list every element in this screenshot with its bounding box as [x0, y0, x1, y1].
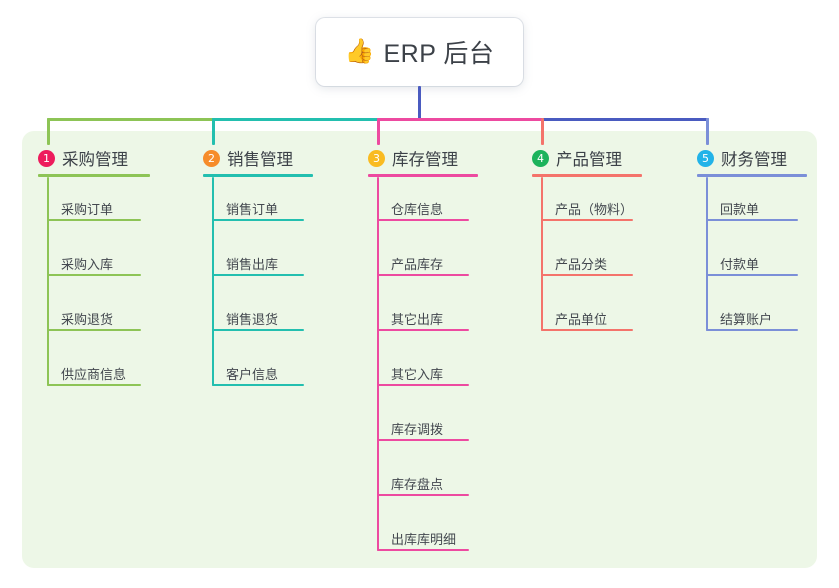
- column-title: 财务管理: [721, 151, 787, 169]
- column-badge-4: 4: [532, 149, 549, 167]
- column-2: 2 销售管理销售订单销售出库销售退货客户信息: [203, 143, 313, 386]
- column-underline: [203, 174, 313, 177]
- list-item-label: 产品单位: [555, 312, 608, 327]
- column-badge-3: 3: [368, 149, 385, 167]
- connector-item-spine: [212, 177, 214, 386]
- diagram-panel: [22, 131, 817, 568]
- column-1: 1 采购管理采购订单采购入库采购退货供应商信息: [38, 143, 150, 386]
- list-item-underline: [541, 274, 633, 276]
- connector-item-spine: [541, 177, 543, 331]
- column-5: 5 财务管理回款单付款单结算账户: [697, 143, 807, 331]
- connector-root-trunk: [418, 86, 421, 121]
- column-header-1[interactable]: 1 采购管理: [38, 143, 150, 173]
- list-item-label: 库存盘点: [391, 477, 444, 492]
- list-item-underline: [706, 329, 798, 331]
- list-item-label: 结算账户: [720, 312, 773, 327]
- list-item-underline: [377, 384, 469, 386]
- list-item-label: 产品（物料）: [555, 202, 634, 217]
- column-title: 产品管理: [556, 151, 622, 169]
- column-header-2[interactable]: 2 销售管理: [203, 143, 313, 173]
- thumbs-up-icon: 👍: [344, 38, 375, 65]
- connector-column-stub: [47, 118, 50, 145]
- list-item-underline: [541, 219, 633, 221]
- list-item-underline: [706, 274, 798, 276]
- root-node-title: ERP 后台: [383, 40, 495, 68]
- column-badge-1: 1: [38, 149, 55, 167]
- list-item-label: 采购入库: [61, 257, 114, 272]
- list-item-underline: [706, 219, 798, 221]
- list-item-underline: [47, 274, 141, 276]
- list-item-underline: [212, 329, 304, 331]
- column-header-3[interactable]: 3 库存管理: [368, 143, 478, 173]
- list-item-label: 供应商信息: [61, 367, 127, 382]
- connector-column-stub: [212, 118, 215, 145]
- list-item-label: 客户信息: [226, 367, 279, 382]
- column-underline: [697, 174, 807, 177]
- list-item-underline: [47, 219, 141, 221]
- list-item-label: 产品分类: [555, 257, 608, 272]
- root-node-erp-backend[interactable]: 👍 ERP 后台: [316, 18, 523, 86]
- column-3: 3 库存管理仓库信息产品库存其它出库其它入库库存调拨库存盘点出库库明细: [368, 143, 478, 551]
- list-item-underline: [212, 219, 304, 221]
- connector-column-stub: [377, 118, 380, 145]
- list-item-underline: [47, 329, 141, 331]
- column-underline: [368, 174, 478, 177]
- connector-column-stub: [541, 118, 544, 145]
- list-item-underline: [47, 384, 141, 386]
- connector-bus-segment: [541, 118, 709, 121]
- list-item-label: 回款单: [720, 202, 760, 217]
- list-item-label: 其它出库: [391, 312, 444, 327]
- list-item-underline: [377, 439, 469, 441]
- connector-bus-segment: [212, 118, 380, 121]
- list-item-label: 采购订单: [61, 202, 114, 217]
- list-item-label: 销售退货: [226, 312, 279, 327]
- column-underline: [38, 174, 150, 177]
- list-item-label: 付款单: [720, 257, 760, 272]
- list-item-label: 其它入库: [391, 367, 444, 382]
- column-badge-2: 2: [203, 149, 220, 167]
- connector-bus-segment: [377, 118, 544, 121]
- connector-item-spine: [706, 177, 708, 331]
- list-item-underline: [377, 329, 469, 331]
- column-header-5[interactable]: 5 财务管理: [697, 143, 807, 173]
- column-header-4[interactable]: 4 产品管理: [532, 143, 642, 173]
- column-title: 销售管理: [227, 151, 293, 169]
- list-item-underline: [212, 384, 304, 386]
- connector-column-stub: [706, 118, 709, 145]
- list-item-underline: [377, 219, 469, 221]
- column-4: 4 产品管理产品（物料） 产品分类产品单位: [532, 143, 642, 331]
- list-item-underline: [377, 549, 469, 551]
- connector-item-spine: [47, 177, 49, 386]
- list-item-label: 销售出库: [226, 257, 279, 272]
- list-item-underline: [377, 494, 469, 496]
- connector-item-spine: [377, 177, 379, 551]
- list-item-label: 销售订单: [226, 202, 279, 217]
- list-item-label: 产品库存: [391, 257, 444, 272]
- list-item-label: 仓库信息: [391, 202, 444, 217]
- list-item-underline: [212, 274, 304, 276]
- list-item-label: 采购退货: [61, 312, 114, 327]
- column-underline: [532, 174, 642, 177]
- list-item-underline: [377, 274, 469, 276]
- column-badge-5: 5: [697, 149, 714, 167]
- list-item-underline: [541, 329, 633, 331]
- list-item-label: 库存调拨: [391, 422, 444, 437]
- column-title: 库存管理: [392, 151, 458, 169]
- connector-bus-segment: [47, 118, 215, 121]
- list-item-label: 出库库明细: [391, 532, 457, 547]
- column-title: 采购管理: [62, 151, 128, 169]
